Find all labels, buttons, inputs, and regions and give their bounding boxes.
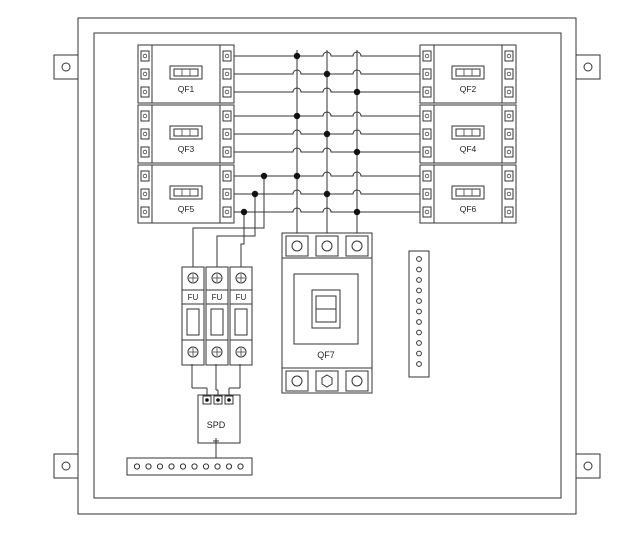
ground-terminal bbox=[191, 463, 198, 470]
ground-terminal bbox=[145, 463, 152, 470]
mounting-ear-top-right bbox=[575, 54, 601, 80]
bus-junction bbox=[293, 172, 301, 180]
branch-wire bbox=[234, 207, 420, 213]
spd-label: SPD bbox=[207, 420, 226, 430]
breaker-qf1: QF1 bbox=[137, 44, 235, 104]
bus-wires bbox=[234, 50, 420, 236]
neutral-terminal bbox=[416, 308, 422, 315]
breaker-qf6: QF6 bbox=[419, 164, 517, 224]
fuse-feed-junction bbox=[240, 208, 248, 216]
ground-terminal-strip bbox=[126, 457, 253, 476]
breaker-label-qf1: QF1 bbox=[178, 84, 195, 94]
breaker-label-qf3: QF3 bbox=[178, 144, 195, 154]
ground-terminal bbox=[202, 463, 210, 470]
ground-terminal bbox=[237, 463, 244, 470]
fuse-feed-junction bbox=[260, 172, 268, 180]
ground-terminal bbox=[179, 463, 187, 470]
bus-junction bbox=[323, 130, 331, 138]
ground-terminal bbox=[168, 463, 175, 470]
neutral-terminal bbox=[416, 298, 422, 304]
neutral-terminal bbox=[416, 266, 422, 273]
ground-terminal bbox=[156, 463, 164, 470]
neutral-terminal bbox=[416, 361, 422, 367]
breaker-qf2: QF2 bbox=[419, 44, 517, 104]
bus-junction bbox=[293, 52, 301, 60]
bus-junction bbox=[353, 88, 361, 96]
bus-junction bbox=[353, 148, 361, 156]
ground-terminal bbox=[225, 463, 233, 470]
bus-junction bbox=[293, 112, 301, 120]
neutral-terminal-strip bbox=[408, 250, 430, 378]
neutral-terminal bbox=[416, 256, 422, 262]
branch-wire bbox=[234, 147, 420, 153]
fuse-feed-junction bbox=[251, 190, 259, 198]
fuse-label: FU bbox=[188, 293, 199, 302]
fuse-feed-wires bbox=[192, 172, 268, 267]
main-breaker-label: QF7 bbox=[317, 350, 335, 360]
bus-junction bbox=[323, 190, 331, 198]
surge-protector-spd: SPD bbox=[197, 394, 241, 446]
branch-wire bbox=[234, 87, 420, 93]
breaker-qf4: QF4 bbox=[419, 104, 517, 164]
fuse-feed-wire-3 bbox=[240, 212, 245, 267]
ground-terminal bbox=[133, 463, 141, 470]
neutral-terminal bbox=[416, 329, 422, 336]
fuse-label: FU bbox=[236, 293, 247, 302]
branch-wire bbox=[234, 111, 420, 117]
mounting-ear-bottom-right bbox=[575, 453, 601, 479]
fuse-feed-wire-2 bbox=[216, 194, 256, 267]
ground-terminal bbox=[214, 463, 221, 470]
fuse-feed-wire-1 bbox=[192, 176, 265, 267]
breaker-label-qf2: QF2 bbox=[460, 84, 477, 94]
neutral-terminal bbox=[416, 340, 422, 346]
mounting-ear-bottom-left bbox=[53, 453, 79, 479]
breaker-qf3: QF3 bbox=[137, 104, 235, 164]
fuse-label: FU bbox=[212, 293, 223, 302]
neutral-terminal bbox=[416, 319, 422, 325]
mounting-ear-top-left bbox=[53, 54, 79, 80]
breaker-qf5: QF5 bbox=[137, 164, 235, 224]
neutral-terminal bbox=[416, 287, 422, 294]
fuse-3: FU bbox=[229, 266, 253, 366]
branch-wire bbox=[234, 171, 420, 177]
neutral-terminal bbox=[416, 350, 422, 357]
fuse-1: FU bbox=[181, 266, 205, 366]
bus-junction bbox=[353, 208, 361, 216]
breaker-label-qf5: QF5 bbox=[178, 204, 195, 214]
neutral-terminal bbox=[416, 277, 422, 283]
fuse-spd-wires bbox=[191, 364, 241, 463]
branch-wire bbox=[234, 51, 420, 57]
fuse-holders: FU FU FU bbox=[181, 266, 253, 366]
breaker-label-qf4: QF4 bbox=[460, 144, 477, 154]
fuse-2: FU bbox=[205, 266, 229, 366]
bus-junction bbox=[323, 70, 331, 78]
main-breaker-qf7: QF7 bbox=[281, 232, 373, 394]
breaker-label-qf6: QF6 bbox=[460, 204, 477, 214]
